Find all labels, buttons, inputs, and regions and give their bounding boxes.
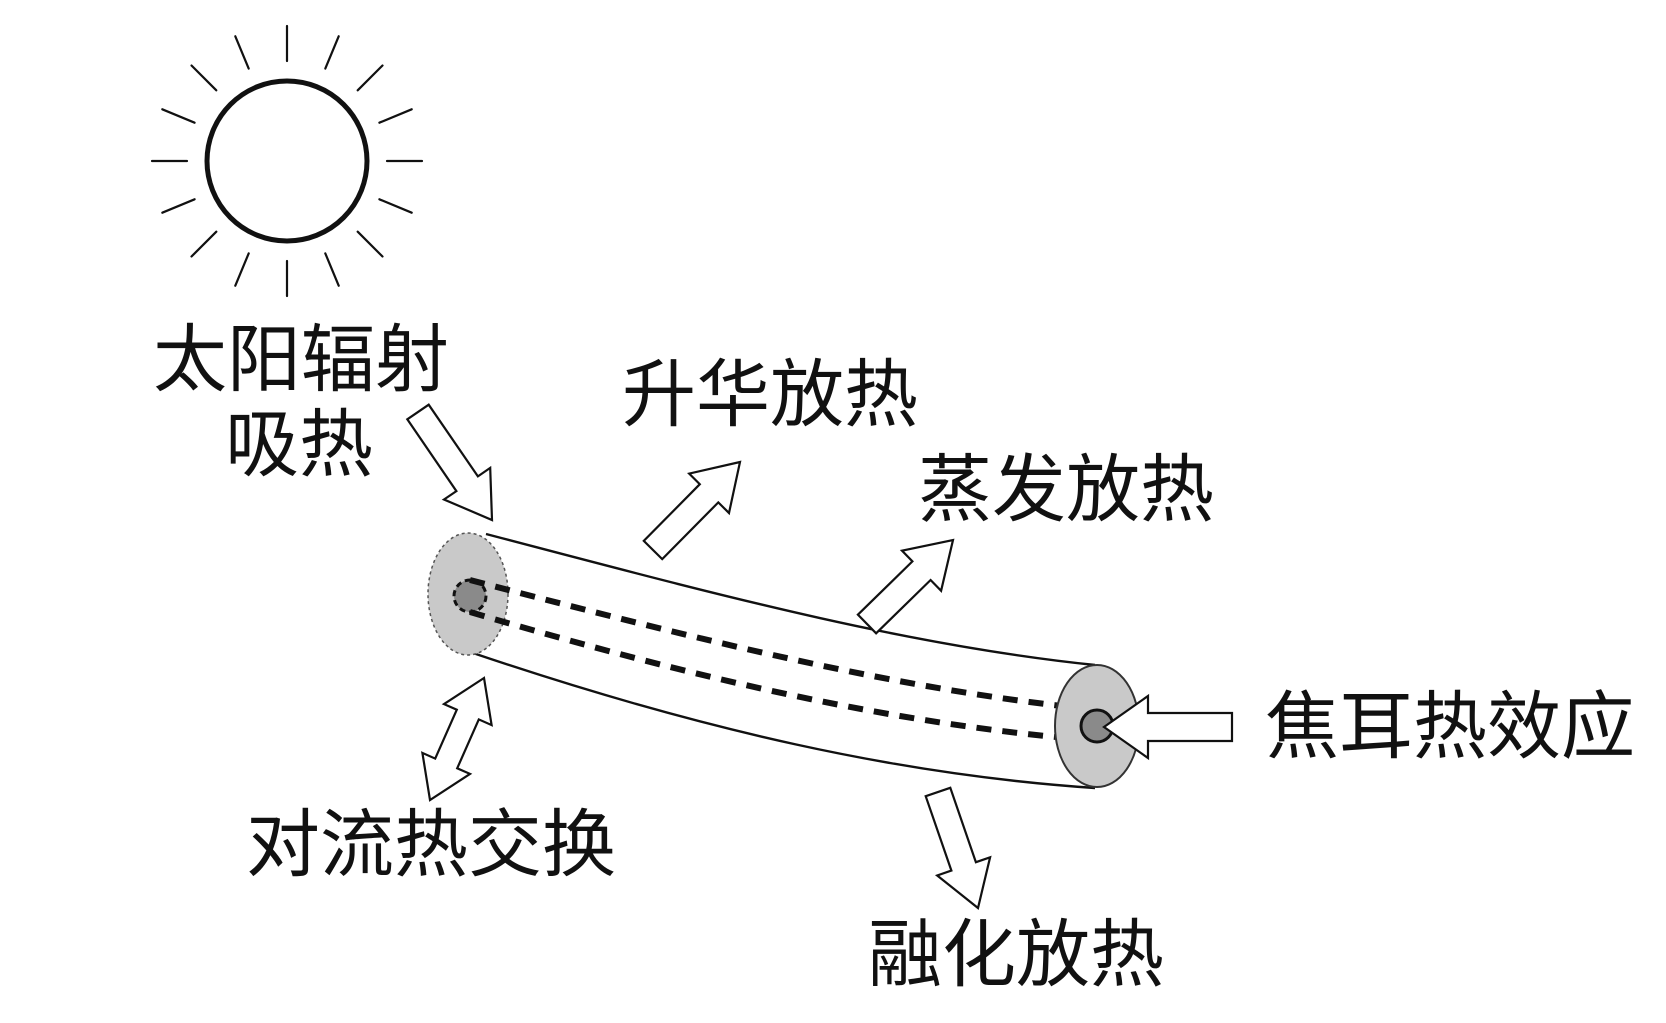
sun-ray (161, 108, 196, 124)
sun-ray (234, 35, 250, 70)
evaporation-arrow (856, 538, 955, 635)
sun-ray (234, 252, 250, 287)
label-melting: 融化放热 (868, 912, 1164, 998)
sun-ray (378, 198, 413, 214)
sun-ray (324, 252, 340, 287)
sun-disk (204, 78, 370, 244)
conductor-bottom-edge (469, 650, 1096, 790)
conductor-body (470, 534, 1095, 788)
sun-rays (150, 24, 424, 298)
sun-ray (356, 64, 384, 92)
label-joule-heating: 焦耳热效应 (1265, 684, 1635, 770)
sun-ray (378, 108, 413, 124)
melting-arrow (924, 786, 992, 910)
sublimation-arrow (642, 460, 742, 561)
conductor-top-edge (485, 532, 1096, 667)
label-sublimation: 升华放热 (622, 352, 918, 438)
heat-flow-arrows (405, 403, 1234, 910)
core-top-dashed-line (469, 577, 1091, 712)
convection-arrow (420, 676, 494, 802)
label-solar-radiation: 太阳辐射 (153, 317, 449, 403)
conductor (427, 532, 1140, 790)
sun-ray (324, 35, 340, 70)
label-evaporation: 蒸发放热 (918, 447, 1214, 533)
solar-absorption-arrow (405, 403, 494, 522)
label-convection: 对流热交换 (246, 802, 616, 888)
joule-heating-arrow (1102, 693, 1234, 761)
core-bottom-dashed-line (469, 609, 1091, 743)
label-solar-absorption: 吸热 (225, 402, 373, 488)
sun-ray (190, 64, 218, 92)
sun-ray (161, 198, 196, 214)
sun-ray (356, 230, 384, 258)
sun-ray (190, 230, 218, 258)
sun-icon (150, 24, 424, 298)
